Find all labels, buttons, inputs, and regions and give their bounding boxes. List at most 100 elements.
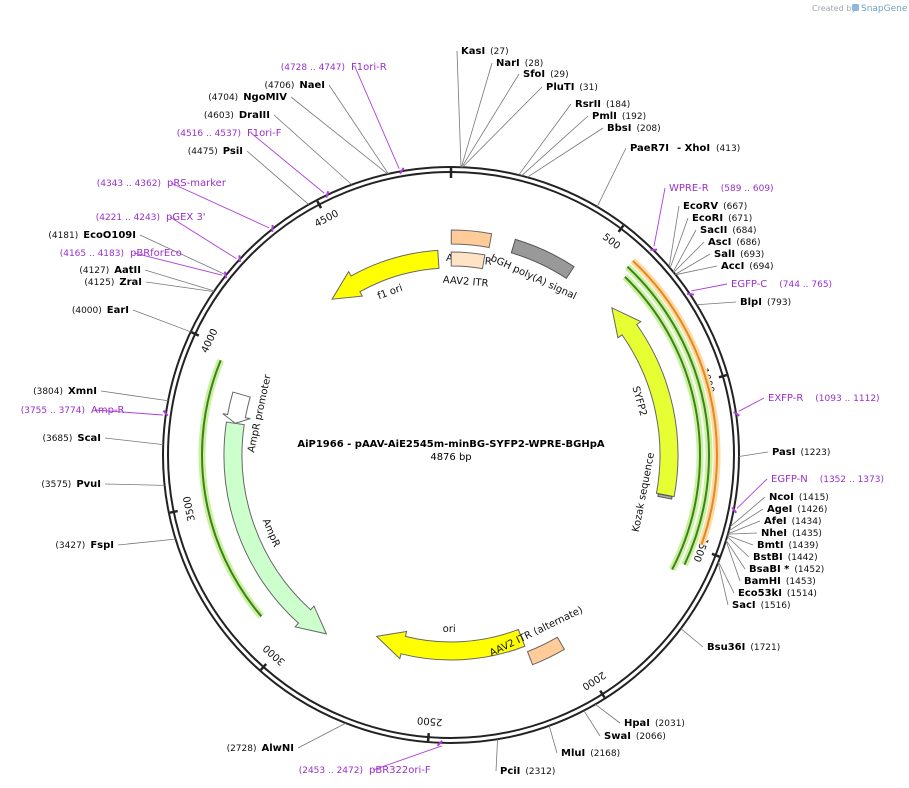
site-name: PvuI bbox=[76, 479, 101, 490]
site-name: BmtI bbox=[757, 540, 784, 551]
site-position: (184) bbox=[606, 100, 630, 110]
primer-marker bbox=[238, 255, 241, 263]
feature-ampr bbox=[223, 421, 328, 635]
site-afei: AfeI(1434) bbox=[764, 516, 822, 527]
site-bsabi: BsaBI *(1452) bbox=[749, 564, 824, 575]
site-xmni: XmnI(3804) bbox=[33, 386, 97, 397]
primer-name: EGFP-C bbox=[731, 279, 767, 290]
site-leader-afei bbox=[727, 520, 761, 535]
site-saci: SacI(1516) bbox=[732, 600, 791, 611]
tick-label: 2500 bbox=[417, 714, 443, 727]
primer-range: (4165 .. 4183) bbox=[60, 249, 124, 259]
primer-pbrforeco: pBRforEco (4165 .. 4183) bbox=[60, 248, 228, 279]
site-name: MluI bbox=[561, 748, 585, 759]
site-scai: ScaI (3685) bbox=[42, 433, 101, 444]
site-hpai: HpaI(2031) bbox=[624, 718, 685, 729]
site-position: (208) bbox=[636, 124, 660, 134]
site-leader-ncoi bbox=[729, 496, 766, 528]
primer-pbr322ori-f: pBR322ori-F (2453 .. 2472) bbox=[299, 740, 443, 776]
site-name: AatII bbox=[114, 265, 141, 276]
site-eari: EarI(4000) bbox=[72, 305, 129, 316]
primer-range: (4728 .. 4747) bbox=[281, 63, 345, 73]
site-position: (29) bbox=[550, 70, 568, 80]
site-ecorv: EcoRV(667) bbox=[683, 201, 747, 212]
site-mlui: MluI(2168) bbox=[561, 748, 620, 759]
primer-leader bbox=[169, 216, 237, 259]
site-zrai: ZraI (4125) bbox=[84, 277, 142, 288]
site-leader-blpi bbox=[696, 301, 737, 306]
site-position: (4181) bbox=[48, 231, 78, 241]
primer-range: (2453 .. 2472) bbox=[299, 766, 363, 776]
primer-prs-marker: pRS-marker(4343 .. 4362) bbox=[97, 178, 274, 232]
site-position: (1439) bbox=[789, 541, 819, 551]
site-position: (1435) bbox=[792, 529, 822, 539]
site-name: SalI bbox=[714, 249, 735, 260]
site-position: (4125) bbox=[84, 278, 114, 288]
primer-name: pRS-marker bbox=[167, 178, 227, 189]
site-position: (1453) bbox=[786, 577, 816, 587]
site-name: ZraI bbox=[119, 277, 142, 288]
feature-kozak-sequence bbox=[657, 493, 673, 500]
site-name: ScaI bbox=[77, 433, 101, 444]
site-sfoi: SfoI(29) bbox=[523, 69, 569, 80]
site-name: PsiI bbox=[223, 146, 243, 157]
site-leader-sali bbox=[675, 253, 711, 275]
primer-leader bbox=[94, 409, 163, 416]
site-ecori: EcoRI(671) bbox=[692, 213, 752, 224]
site-ncoi: NcoI(1415) bbox=[769, 492, 829, 503]
site-bmti: BmtI (1439) bbox=[757, 540, 818, 551]
site-name: EcoRV bbox=[683, 201, 718, 212]
site-bsu36i: Bsu36I(1721) bbox=[707, 642, 780, 653]
primer-range: (4516 .. 4537) bbox=[177, 129, 241, 139]
primer-name: pBR322ori-F bbox=[369, 765, 431, 776]
site-leader-alwni bbox=[297, 722, 347, 749]
site-leader-hpai bbox=[594, 703, 621, 724]
site-leader-paer7i bbox=[596, 147, 627, 208]
site-leader-pmli bbox=[521, 115, 589, 177]
primer-name: pBRforEco bbox=[130, 248, 182, 259]
site-position: (1434) bbox=[792, 517, 822, 527]
primer-name: Amp-R bbox=[91, 405, 125, 416]
primer-name: EGFP-N bbox=[771, 474, 808, 485]
site-position: (3575) bbox=[41, 480, 71, 490]
primer-f1ori-r: F1ori-R(4728 .. 4747) bbox=[281, 62, 405, 175]
primer-f1ori-f: F1ori-F(4516 .. 4537) bbox=[177, 128, 330, 198]
site-name: NgoMIV bbox=[243, 92, 287, 103]
tick-label: 3500 bbox=[182, 495, 198, 522]
snapgene-logo-icon bbox=[852, 4, 859, 11]
site-leader-eco53ki bbox=[718, 561, 735, 594]
site-position: (1516) bbox=[761, 601, 791, 611]
site-position: (27) bbox=[490, 47, 508, 57]
site-position: (4127) bbox=[79, 266, 109, 276]
site-leader-bsu36i bbox=[680, 628, 704, 648]
site-position: (192) bbox=[622, 112, 646, 122]
orange-arc bbox=[632, 260, 718, 546]
site-name: AscI bbox=[708, 237, 731, 248]
site-leader-ecori bbox=[669, 217, 689, 269]
site-blpi: BlpI(793) bbox=[740, 297, 791, 308]
site-sali: SalI(693) bbox=[714, 249, 764, 260]
site-leader-asci bbox=[673, 241, 705, 273]
site-name: BstBI bbox=[753, 552, 783, 563]
tick-mark bbox=[259, 663, 268, 671]
primer-name: WPRE-R bbox=[669, 183, 709, 194]
site-leader-bmti bbox=[727, 535, 754, 546]
site-asci: AscI(686) bbox=[708, 237, 761, 248]
site-leader-bamhi bbox=[725, 540, 741, 582]
site-name: RsrII bbox=[575, 99, 601, 110]
site-leader-saci bbox=[717, 562, 729, 606]
tick-mark bbox=[718, 373, 727, 379]
site-position: (3685) bbox=[42, 434, 72, 444]
site-leader-zrai bbox=[145, 281, 214, 293]
site-leader-ecorv bbox=[668, 205, 680, 268]
site-name: PluTI bbox=[546, 82, 574, 93]
site-leader-bstbi bbox=[726, 536, 750, 558]
site-position: (1426) bbox=[797, 505, 827, 515]
site-position: (2031) bbox=[655, 719, 685, 729]
site-name: BlpI bbox=[740, 297, 762, 308]
tick-mark bbox=[191, 331, 200, 337]
site-position: (4475) bbox=[188, 147, 218, 157]
tick-mark bbox=[169, 509, 178, 514]
feature-f1-ori bbox=[331, 249, 440, 300]
